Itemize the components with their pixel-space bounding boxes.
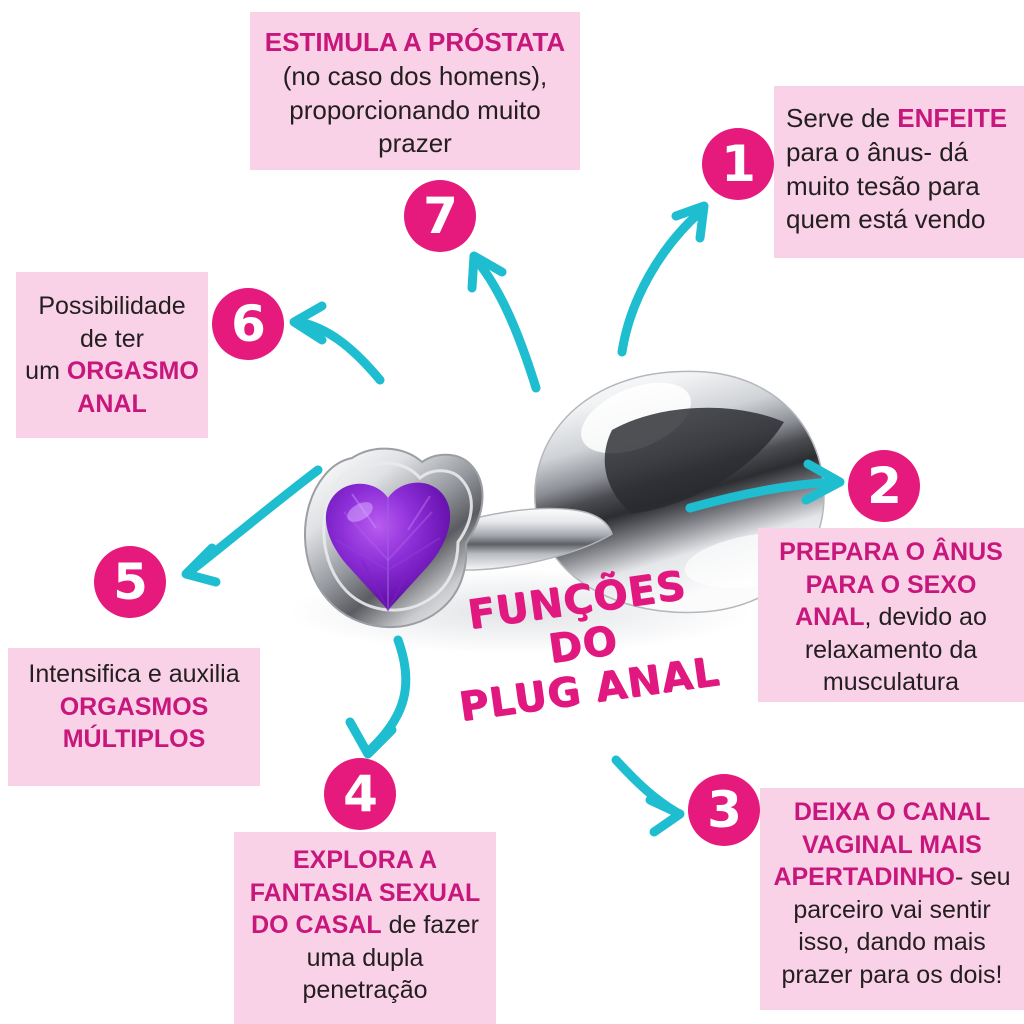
callout-7-line-2: (no caso dos homens), — [282, 60, 548, 91]
callout-box-3: DEIXA O CANAL VAGINAL MAIS APERTADINHO- … — [760, 788, 1024, 1010]
callout-3-line-6: prazer para os dois! — [781, 960, 1003, 989]
callout-5-highlight-2: MÚLTIPLOS — [62, 725, 206, 753]
callout-2-highlight-1: PREPARA O ÂNUS — [779, 538, 1003, 566]
callout-3-highlight-3: APERTADINHO — [773, 863, 955, 891]
callout-4-line-5: penetração — [302, 976, 428, 1004]
badge-6: 6 — [212, 288, 284, 360]
callout-2-line-4: relaxamento da — [804, 635, 978, 664]
callout-6-highlight-1: ORGASMO — [66, 357, 199, 385]
callout-2-highlight-3: ANAL — [795, 603, 865, 631]
callout-3-highlight-2: VAGINAL MAIS — [802, 830, 982, 859]
badge-2: 2 — [848, 450, 920, 522]
callout-1-line-4: quem está vendo — [786, 204, 986, 235]
callout-7-line-3: proporcionando muito — [289, 94, 541, 125]
callout-2-line-3b: , devido ao — [864, 603, 987, 631]
badge-4: 4 — [324, 758, 396, 830]
callout-2-highlight-2: PARA O SEXO — [805, 570, 977, 599]
callout-6-line-2: de ter — [80, 324, 144, 353]
callout-box-4: EXPLORA A FANTASIA SEXUAL DO CASAL de fa… — [234, 832, 496, 1024]
callout-4-highlight-1: EXPLORA A — [293, 846, 437, 874]
callout-6-line-1: Possibilidade — [38, 292, 186, 320]
callout-box-2: PREPARA O ÂNUS PARA O SEXO ANAL, devido … — [758, 528, 1024, 702]
purple-heart-gem — [325, 482, 451, 613]
badge-5: 5 — [94, 546, 166, 618]
callout-1-line-2: para o ânus- dá — [786, 136, 969, 167]
callout-box-1: Serve de ENFEITE para o ânus- dá muito t… — [774, 86, 1024, 258]
callout-1-highlight: ENFEITE — [897, 103, 1008, 133]
callout-4-line-4: uma dupla — [306, 943, 424, 972]
badge-3: 3 — [688, 774, 760, 846]
callout-1-line-1a: Serve de — [786, 103, 898, 133]
callout-7-highlight: ESTIMULA A PRÓSTATA — [264, 27, 566, 57]
callout-2-line-5: musculatura — [822, 668, 960, 696]
callout-box-6: Possibilidade de ter um ORGASMO ANAL — [16, 272, 208, 438]
callout-3-line-3b: - seu — [954, 863, 1011, 891]
callout-1-line-3: muito tesão para — [786, 170, 980, 201]
badge-7: 7 — [404, 180, 476, 252]
callout-3-line-4: parceiro vai sentir — [793, 895, 991, 924]
callout-6-line-3a: um — [25, 357, 67, 385]
callout-4-line-3b: de fazer — [381, 911, 479, 939]
callout-4-highlight-2: FANTASIA SEXUAL — [249, 878, 481, 907]
badge-1: 1 — [702, 128, 774, 200]
callout-3-highlight-1: DEIXA O CANAL — [793, 798, 991, 826]
callout-7-line-4: prazer — [378, 128, 452, 159]
callout-3-line-5: isso, dando mais — [798, 928, 986, 956]
callout-5-highlight-1: ORGASMOS — [59, 692, 209, 721]
callout-4-highlight-3: DO CASAL — [251, 911, 382, 939]
callout-6-highlight-2: ANAL — [77, 389, 147, 418]
callout-box-7: ESTIMULA A PRÓSTATA (no caso dos homens)… — [250, 12, 580, 170]
callout-box-5: Intensifica e auxilia ORGASMOS MÚLTIPLOS — [8, 648, 260, 786]
callout-5-line-1: Intensifica e auxilia — [28, 660, 240, 688]
